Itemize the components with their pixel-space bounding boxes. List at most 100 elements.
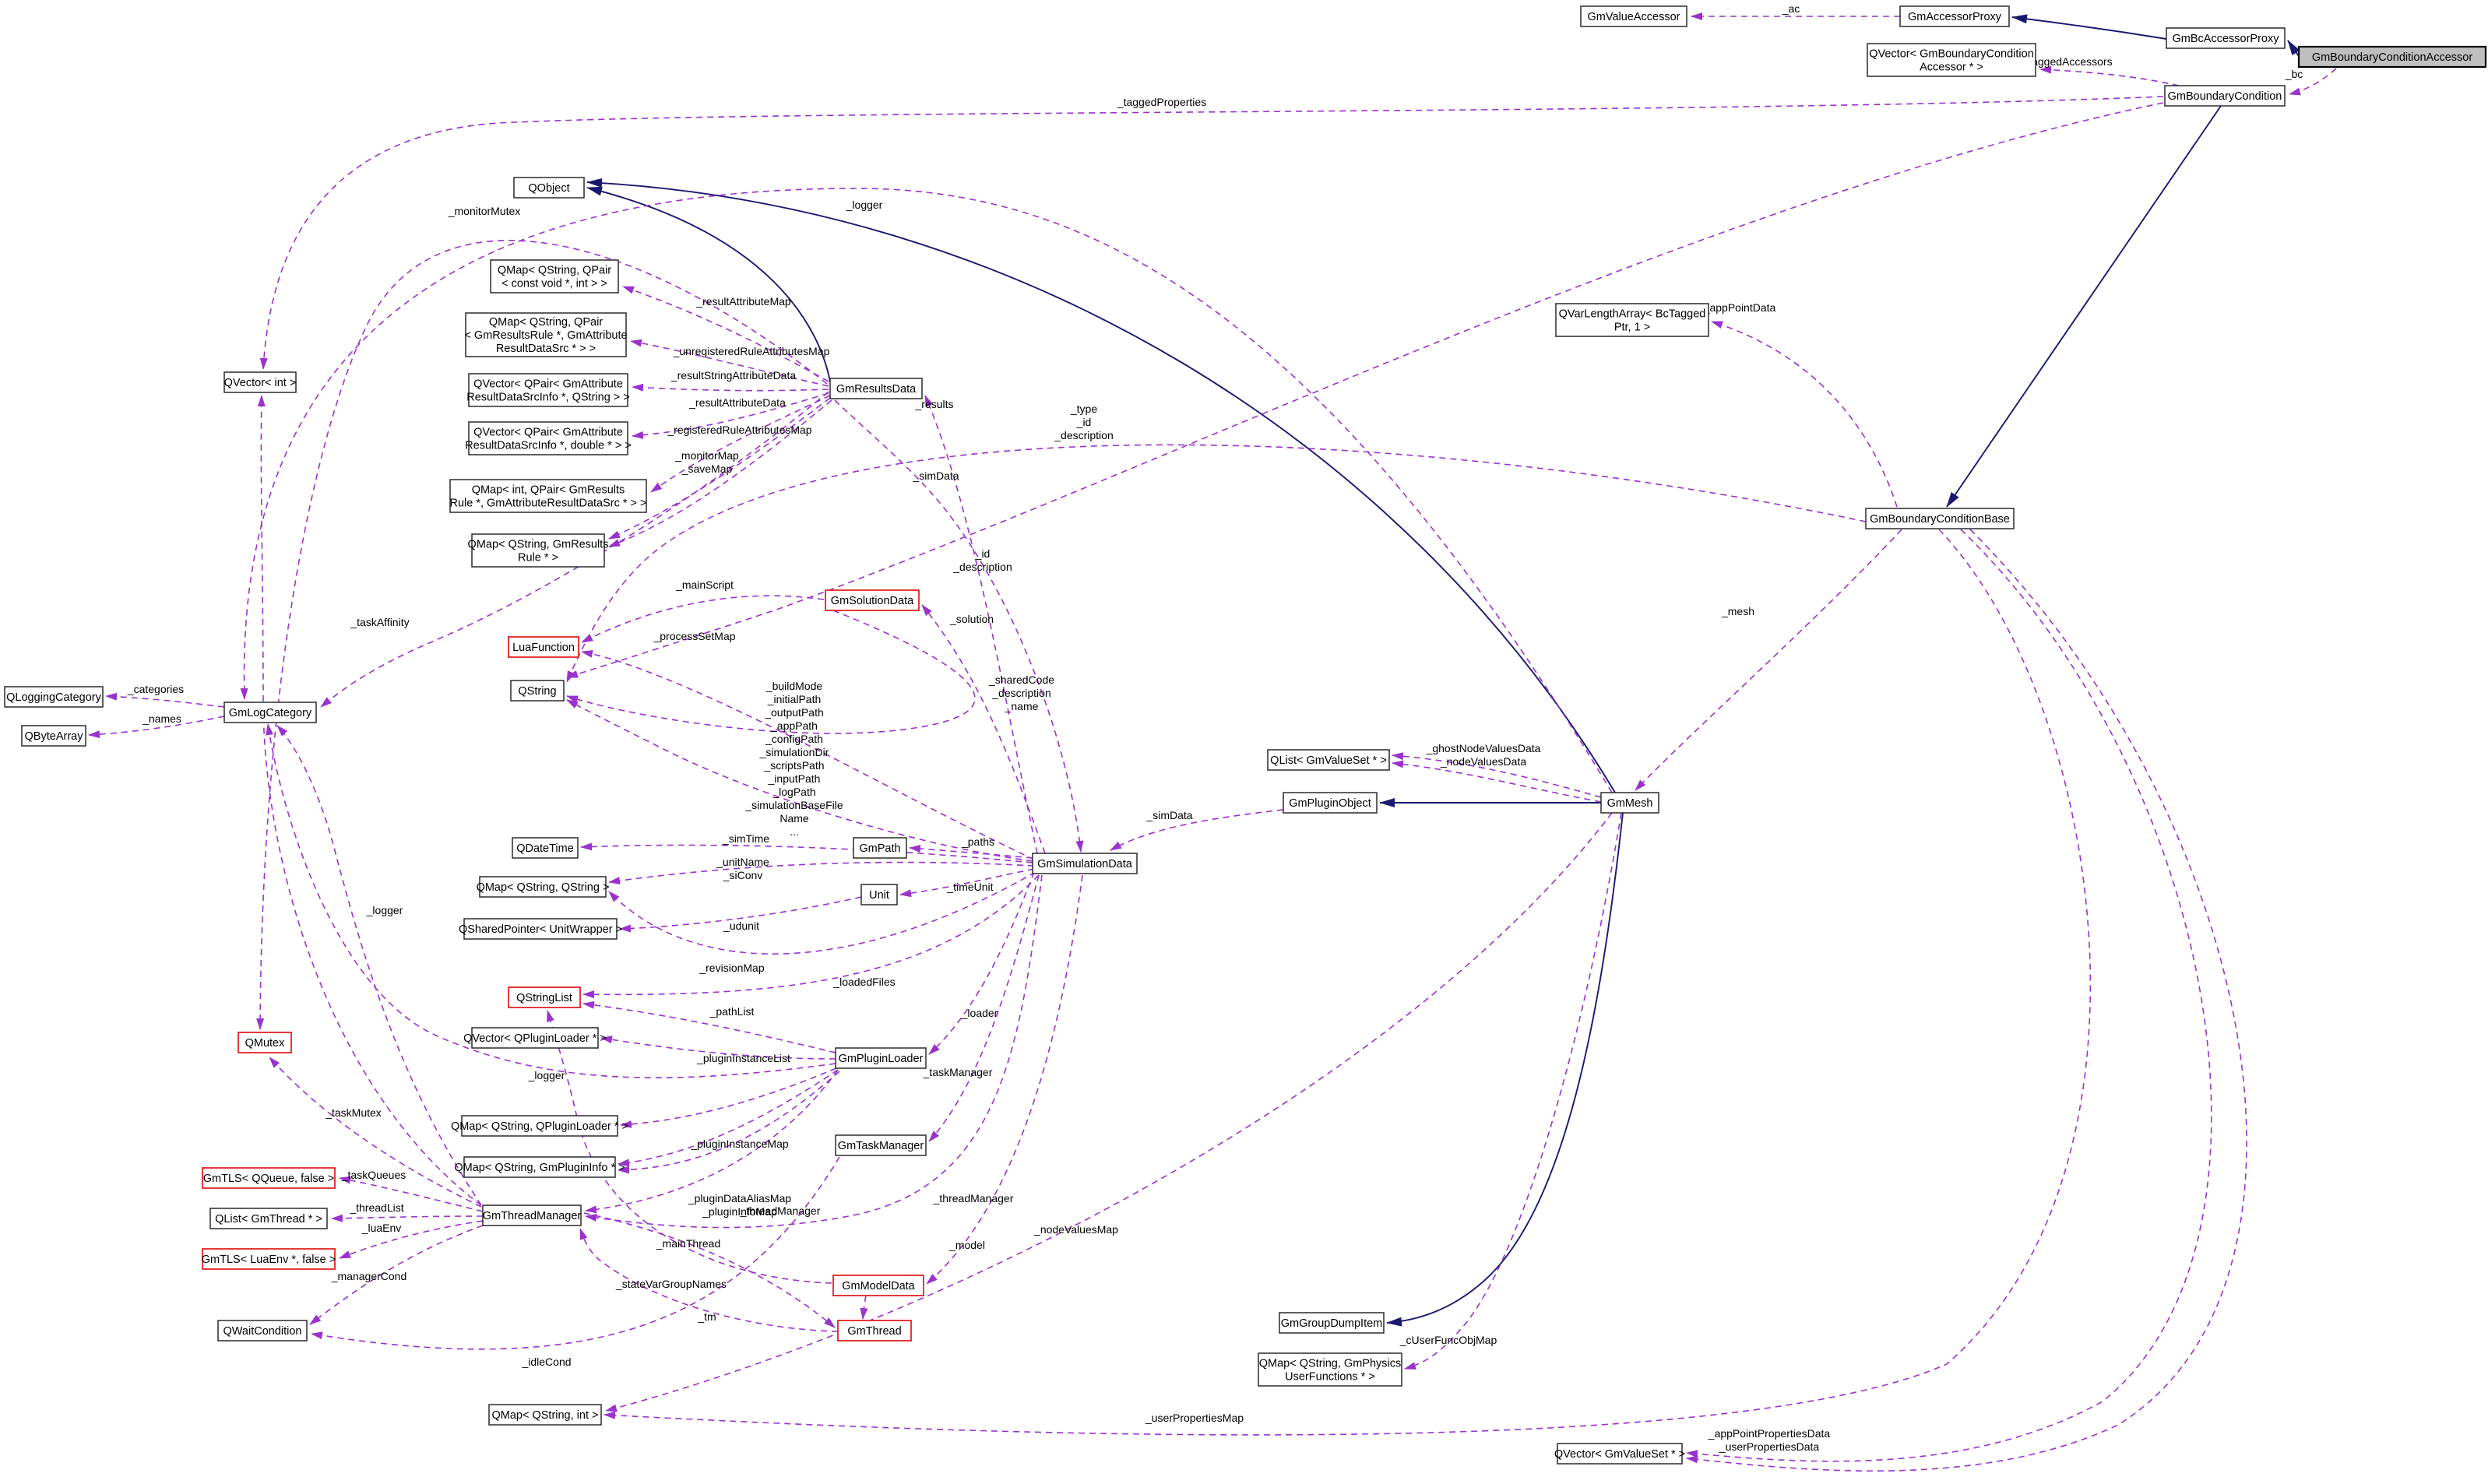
class-node-qobject[interactable]: QObject xyxy=(513,177,585,199)
class-node-qmap-qstring-int[interactable]: QMap< QString, int > xyxy=(488,1404,602,1426)
class-node-qlist-gmthread[interactable]: QList< GmThread * > xyxy=(209,1208,328,1229)
edge-use-timeunit xyxy=(899,868,1035,898)
class-node-qbytearray[interactable]: QByteArray xyxy=(21,725,86,747)
edge-use-logger-pluginloader xyxy=(266,723,836,1078)
class-node-gm-thread[interactable]: GmThread xyxy=(837,1320,912,1342)
class-node-qwaitcondition[interactable]: QWaitCondition xyxy=(217,1320,308,1342)
class-node-label: GmBoundaryConditionBase xyxy=(1870,513,2010,526)
class-node-gm-boundary-condition-accessor[interactable]: GmBoundaryConditionAccessor xyxy=(2297,45,2487,69)
edge-label: _nodeValuesMap xyxy=(1033,1223,1118,1236)
edge-label: _monitorMutex xyxy=(448,205,521,217)
edge-label: _unitName xyxy=(716,856,769,868)
edge-use-simdata-resultsdata xyxy=(834,399,1084,853)
edge-label: _taskManager xyxy=(923,1066,993,1078)
edge-label: _paths xyxy=(961,835,994,848)
class-node-qmap-qstring-qpluginloader[interactable]: QMap< QString, QPluginLoader * > xyxy=(451,1115,628,1137)
class-node-gm-task-manager[interactable]: GmTaskManager xyxy=(835,1134,927,1156)
class-node-qvector-int[interactable]: QVector< int > xyxy=(223,371,297,393)
class-node-qmap-qstring-qpair-gmresultsrule[interactable]: QMap< QString, QPair< GmResultsRule *, G… xyxy=(464,312,628,357)
class-node-gm-boundary-condition-base[interactable]: GmBoundaryConditionBase xyxy=(1865,508,2015,529)
class-node-label: QByteArray xyxy=(25,730,84,743)
class-node-qmap-qstring-gmresultsrule[interactable]: QMap< QString, GmResultsRule * > xyxy=(468,533,609,568)
class-node-gm-boundary-condition[interactable]: GmBoundaryCondition xyxy=(2164,85,2286,107)
edge-use-modeldata-thread xyxy=(860,1295,868,1320)
class-node-gm-path[interactable]: GmPath xyxy=(853,837,907,859)
class-node-qlogging-category[interactable]: QLoggingCategory xyxy=(4,686,104,708)
class-node-gm-plugin-object[interactable]: GmPluginObject xyxy=(1283,792,1378,814)
class-node-qvector-gm-boundary-condition-accessor[interactable]: QVector< GmBoundaryConditionAccessor * > xyxy=(1867,43,2036,77)
class-node-gm-value-accessor[interactable]: GmValueAccessor xyxy=(1580,5,1687,27)
class-node-qvector-gmvalueset[interactable]: QVector< GmValueSet * > xyxy=(1554,1443,1685,1465)
class-node-gm-solution-data[interactable]: GmSolutionData xyxy=(825,589,920,611)
class-node-gm-bc-accessor-proxy[interactable]: GmBcAccessorProxy xyxy=(2166,27,2286,49)
class-node-qvector-qpair-srcinfo-double[interactable]: QVector< QPair< GmAttributeResultDataSrc… xyxy=(465,421,632,455)
edge-label: _threadManager xyxy=(933,1192,1014,1204)
class-node-lua-function[interactable]: LuaFunction xyxy=(508,636,579,658)
class-node-label: QVector< int > xyxy=(224,377,297,389)
edge-label: _timeUnit xyxy=(946,881,993,893)
class-node-qmap-qstring-gmplugininfo[interactable]: QMap< QString, GmPluginInfo * > xyxy=(454,1156,625,1178)
class-node-qstringlist[interactable]: QStringList xyxy=(508,986,581,1008)
class-node-label: GmResultsData xyxy=(836,383,917,396)
edge-use-unregisteredruleattributesmap xyxy=(630,339,829,387)
edge-label: _bc xyxy=(2285,68,2303,80)
class-node-gm-simulation-data[interactable]: GmSimulationData xyxy=(1032,853,1138,874)
class-node-label: QList< GmValueSet * > xyxy=(1270,754,1387,767)
class-node-unit[interactable]: Unit xyxy=(860,884,898,906)
edge-label: _appPath xyxy=(770,719,818,732)
edge-use-mesh xyxy=(1635,529,1902,791)
class-node-qmap-int-qpair-gmresultsrule[interactable]: QMap< int, QPair< GmResultsRule *, GmAtt… xyxy=(449,479,647,513)
class-node-gm-thread-manager[interactable]: GmThreadManager xyxy=(482,1204,582,1226)
edge-label: _threadManager xyxy=(740,1204,821,1217)
edge-use-logger-threadmanager xyxy=(276,725,482,1206)
edge-label: _simData xyxy=(1145,809,1192,821)
class-node-qmap-qstring-qpair-constvoid-int[interactable]: QMap< QString, QPair< const void *, int … xyxy=(490,259,619,294)
class-node-label: GmAccessorProxy xyxy=(1908,11,2002,23)
class-node-qsharedpointer-unitwrapper[interactable]: QSharedPointer< UnitWrapper > xyxy=(459,918,622,940)
class-node-label: GmPath xyxy=(859,842,900,855)
class-node-label: Accessor * > xyxy=(1920,62,1983,74)
class-node-label: GmPluginObject xyxy=(1289,797,1371,810)
edge-label: _simulationDir xyxy=(759,746,829,758)
class-node-qmap-qstring-qstring[interactable]: QMap< QString, QString > xyxy=(477,876,610,898)
class-node-label: GmBoundaryConditionAccessor xyxy=(2312,51,2472,64)
edge-label: _mainScript xyxy=(675,578,734,591)
class-node-gm-mesh[interactable]: GmMesh xyxy=(1600,792,1659,814)
class-node-qlist-gmvalueset[interactable]: QList< GmValueSet * > xyxy=(1267,749,1390,771)
edge-use-threadlist xyxy=(331,1214,484,1222)
class-node-gm-plugin-loader[interactable]: GmPluginLoader xyxy=(835,1047,927,1069)
class-node-gm-group-dump-item[interactable]: GmGroupDumpItem xyxy=(1279,1312,1385,1334)
class-node-gm-accessor-proxy[interactable]: GmAccessorProxy xyxy=(1899,5,2010,27)
class-node-gm-log-category[interactable]: GmLogCategory xyxy=(223,702,317,723)
class-node-label: GmLogCategory xyxy=(229,707,312,719)
edge-label: _resultStringAttributeData xyxy=(670,369,797,382)
class-node-label: < const void *, int > > xyxy=(501,278,607,290)
class-node-label: Unit xyxy=(869,889,889,902)
class-node-label: QVarLengthArray< BcTagged xyxy=(1559,308,1706,321)
edge-label: _pluginInstanceList xyxy=(696,1052,790,1064)
edge-use-nodevaluesmap xyxy=(605,812,1613,1412)
edge-use-resultattributedata xyxy=(632,392,829,439)
class-node-gm-model-data[interactable]: GmModelData xyxy=(832,1275,924,1296)
edge-inherit-mesh-qobject xyxy=(586,178,1616,793)
edge-label: _description xyxy=(952,561,1012,573)
edge-label: _logger xyxy=(846,199,883,211)
class-node-label: QVector< QPluginLoader * > xyxy=(463,1032,607,1045)
class-node-qmutex[interactable]: QMutex xyxy=(238,1032,292,1053)
class-node-label: QVector< QPair< GmAttribute xyxy=(473,378,623,391)
class-node-qvector-qpluginloader[interactable]: QVector< QPluginLoader * > xyxy=(463,1027,607,1049)
class-node-gmtls-qqueue-false[interactable]: GmTLS< QQueue, false > xyxy=(202,1167,336,1189)
edge-label: _monitorMap xyxy=(674,449,739,462)
class-node-gm-results-data[interactable]: GmResultsData xyxy=(829,378,923,399)
class-node-gmtls-luaenv-false[interactable]: GmTLS< LuaEnv *, false > xyxy=(202,1248,336,1270)
class-node-qdatetime[interactable]: QDateTime xyxy=(512,837,579,859)
edge-label: _solution xyxy=(949,613,994,625)
class-node-qstring[interactable]: QString xyxy=(510,680,565,702)
edge-label: _processSetMap xyxy=(653,630,735,642)
class-node-qvector-qpair-srcinfo-qstring[interactable]: QVector< QPair< GmAttributeResultDataSrc… xyxy=(466,373,630,407)
edge-label: _type xyxy=(1070,403,1097,415)
edge-label: _mainThread xyxy=(656,1237,721,1250)
